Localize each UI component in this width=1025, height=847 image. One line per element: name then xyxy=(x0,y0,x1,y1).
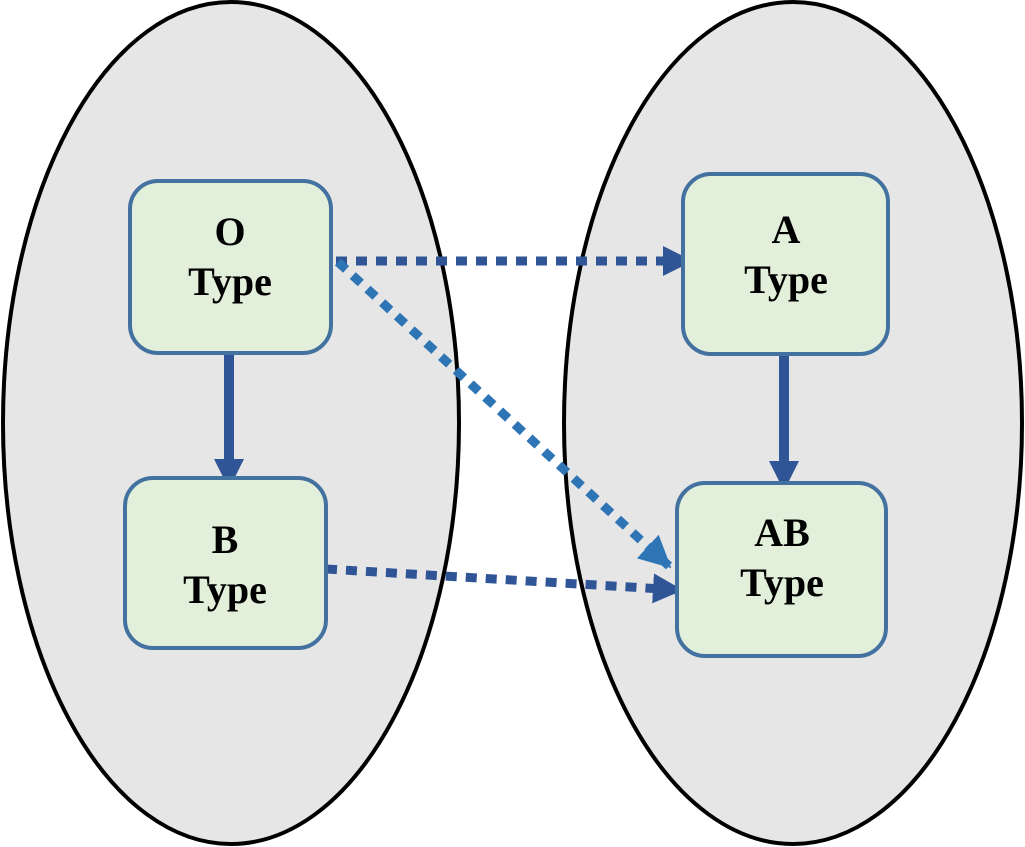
node-b-line2: Type xyxy=(183,567,267,612)
node-a-line2: Type xyxy=(744,257,828,302)
node-b-type: B Type xyxy=(123,476,328,650)
node-a-line1: A xyxy=(772,207,801,252)
edge-o-to-ab xyxy=(334,258,673,570)
node-ab-line2: Type xyxy=(740,560,824,605)
node-o-type: O Type xyxy=(128,179,333,355)
node-ab-line1: AB xyxy=(754,510,810,555)
node-o-line2: Type xyxy=(188,259,272,304)
node-o-line1: O xyxy=(214,209,245,254)
node-b-line1: B xyxy=(212,517,239,562)
node-a-type: A Type xyxy=(681,172,890,356)
node-ab-type: AB Type xyxy=(675,481,888,658)
right-group-ellipse xyxy=(562,0,1024,846)
